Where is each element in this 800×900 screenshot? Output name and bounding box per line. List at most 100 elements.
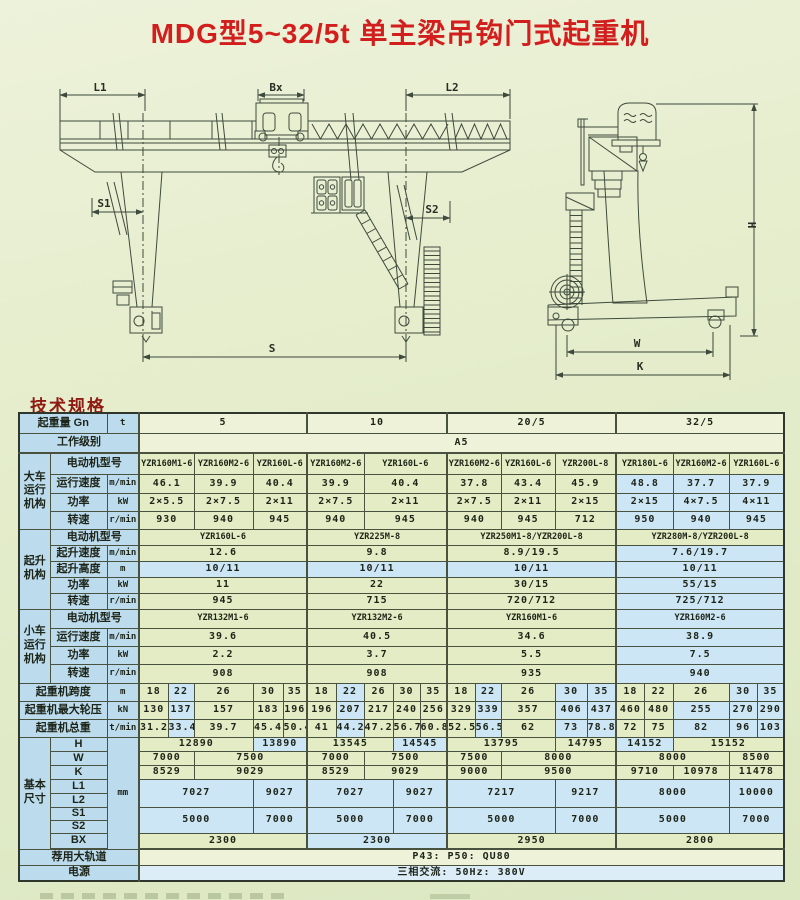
row-label-cell: mm (106, 736, 140, 850)
section-label: 起升 机构 (18, 528, 51, 610)
row-label-cell: 电动机型号 (49, 608, 140, 629)
data-cell: 5 (138, 412, 309, 434)
row-label-cell: t (106, 412, 140, 434)
data-cell: YZR160L-6 (500, 452, 556, 475)
row-label-cell: L2 (49, 792, 108, 808)
row-label-cell: kW (106, 492, 140, 512)
data-cell: 5000 (446, 806, 556, 834)
data-cell: 11 (138, 576, 309, 594)
data-cell: 35 (586, 682, 618, 702)
data-cell: 460 (615, 700, 645, 720)
data-cell: 2×5.5 (138, 492, 195, 512)
data-cell: 9500 (500, 764, 618, 780)
data-cell: 41 (306, 718, 337, 738)
data-cell: 26 (672, 682, 730, 702)
data-cell: 12890 (138, 736, 254, 752)
data-cell: 103 (756, 718, 785, 738)
data-cell: 11478 (728, 764, 785, 780)
data-cell: 2×7.5 (306, 492, 365, 512)
data-cell: 270 (728, 700, 758, 720)
data-cell: 三相交流: 50Hz: 380V (138, 864, 785, 882)
data-cell: YZR132M2-6 (306, 608, 449, 629)
row-label-cell: r/min (106, 510, 140, 530)
data-cell: YZR132M1-6 (138, 608, 309, 629)
data-cell: 183 (252, 700, 284, 720)
data-cell: 22 (306, 576, 449, 594)
data-cell: 82 (672, 718, 730, 738)
dim-label-Bx: Bx (269, 81, 283, 94)
data-cell: YZR160M2-6 (306, 452, 365, 475)
data-cell: 5.5 (446, 645, 618, 665)
data-cell: YZR180L-6 (615, 452, 674, 475)
data-cell: P43: P50: QU80 (138, 848, 785, 866)
data-cell: 945 (363, 510, 449, 530)
data-cell: 30/15 (446, 576, 618, 594)
data-cell: YZR280M-8/YZR200L-8 (615, 528, 785, 546)
row-label-cell: m/min (106, 627, 140, 647)
data-cell: 9027 (252, 778, 309, 808)
data-cell: 2×11 (363, 492, 449, 512)
data-cell: 7000 (392, 806, 449, 834)
row-label-cell: r/min (106, 663, 140, 684)
cutoff-text-strip (40, 893, 290, 899)
row-label-cell: 电源 (18, 864, 140, 882)
row-label-cell: S1 (49, 806, 108, 821)
data-cell: 35 (282, 682, 309, 702)
data-cell: 329 (446, 700, 476, 720)
data-cell: 196 (282, 700, 309, 720)
data-cell: 10978 (672, 764, 730, 780)
row-label-cell: 起重机跨度 (18, 682, 108, 702)
row-label-cell: m/min (106, 473, 140, 494)
data-cell: 940 (306, 510, 365, 530)
data-cell: 7027 (306, 778, 394, 808)
row-label-cell: 起升高度 (49, 560, 108, 578)
data-cell: 56.5 (474, 718, 502, 738)
data-cell: 45.9 (554, 473, 618, 494)
data-cell: 9.8 (306, 544, 449, 562)
row-label-cell: 运行速度 (49, 473, 108, 494)
data-cell: 75 (643, 718, 674, 738)
data-cell: 22 (167, 682, 195, 702)
data-cell: 2800 (615, 832, 785, 850)
data-cell: 7217 (446, 778, 556, 808)
row-label-cell: BX (49, 832, 108, 850)
row-label-cell: H (49, 736, 108, 752)
data-cell: YZR160M2-6 (446, 452, 502, 475)
data-cell: 940 (193, 510, 254, 530)
data-cell: 18 (446, 682, 476, 702)
data-cell: 60.8 (419, 718, 449, 738)
data-cell: 37.8 (446, 473, 502, 494)
row-label-cell: 起重机总重 (18, 718, 108, 738)
data-cell: 945 (138, 592, 309, 610)
data-cell: 255 (672, 700, 730, 720)
data-cell: YZR160L-6 (138, 528, 309, 546)
data-cell: 2300 (306, 832, 449, 850)
data-cell: 7.6/19.7 (615, 544, 785, 562)
data-cell: 35 (756, 682, 785, 702)
data-cell: 930 (138, 510, 195, 530)
data-cell: 5000 (615, 806, 730, 834)
data-cell: 26 (193, 682, 254, 702)
row-label-cell: m (106, 560, 140, 578)
data-cell: 207 (335, 700, 365, 720)
data-cell: 32/5 (615, 412, 785, 434)
data-cell: 290 (756, 700, 785, 720)
data-cell: 2×15 (615, 492, 674, 512)
data-cell: YZR160M1-6 (446, 608, 618, 629)
dim-label-W: W (634, 337, 641, 350)
data-cell: 7000 (554, 806, 618, 834)
dim-label-S: S (269, 342, 276, 355)
data-cell: 40.4 (252, 473, 309, 494)
data-cell: 7000 (138, 750, 195, 766)
data-cell: 45.4 (252, 718, 284, 738)
data-cell: 908 (138, 663, 309, 684)
data-cell: 940 (672, 510, 730, 530)
data-cell: 7000 (728, 806, 785, 834)
data-cell: 26 (500, 682, 556, 702)
data-cell: 5000 (306, 806, 394, 834)
data-cell: 73 (554, 718, 588, 738)
data-cell: 38.9 (615, 627, 785, 647)
data-cell: 2×15 (554, 492, 618, 512)
section-label: 基本 尺寸 (18, 736, 51, 850)
